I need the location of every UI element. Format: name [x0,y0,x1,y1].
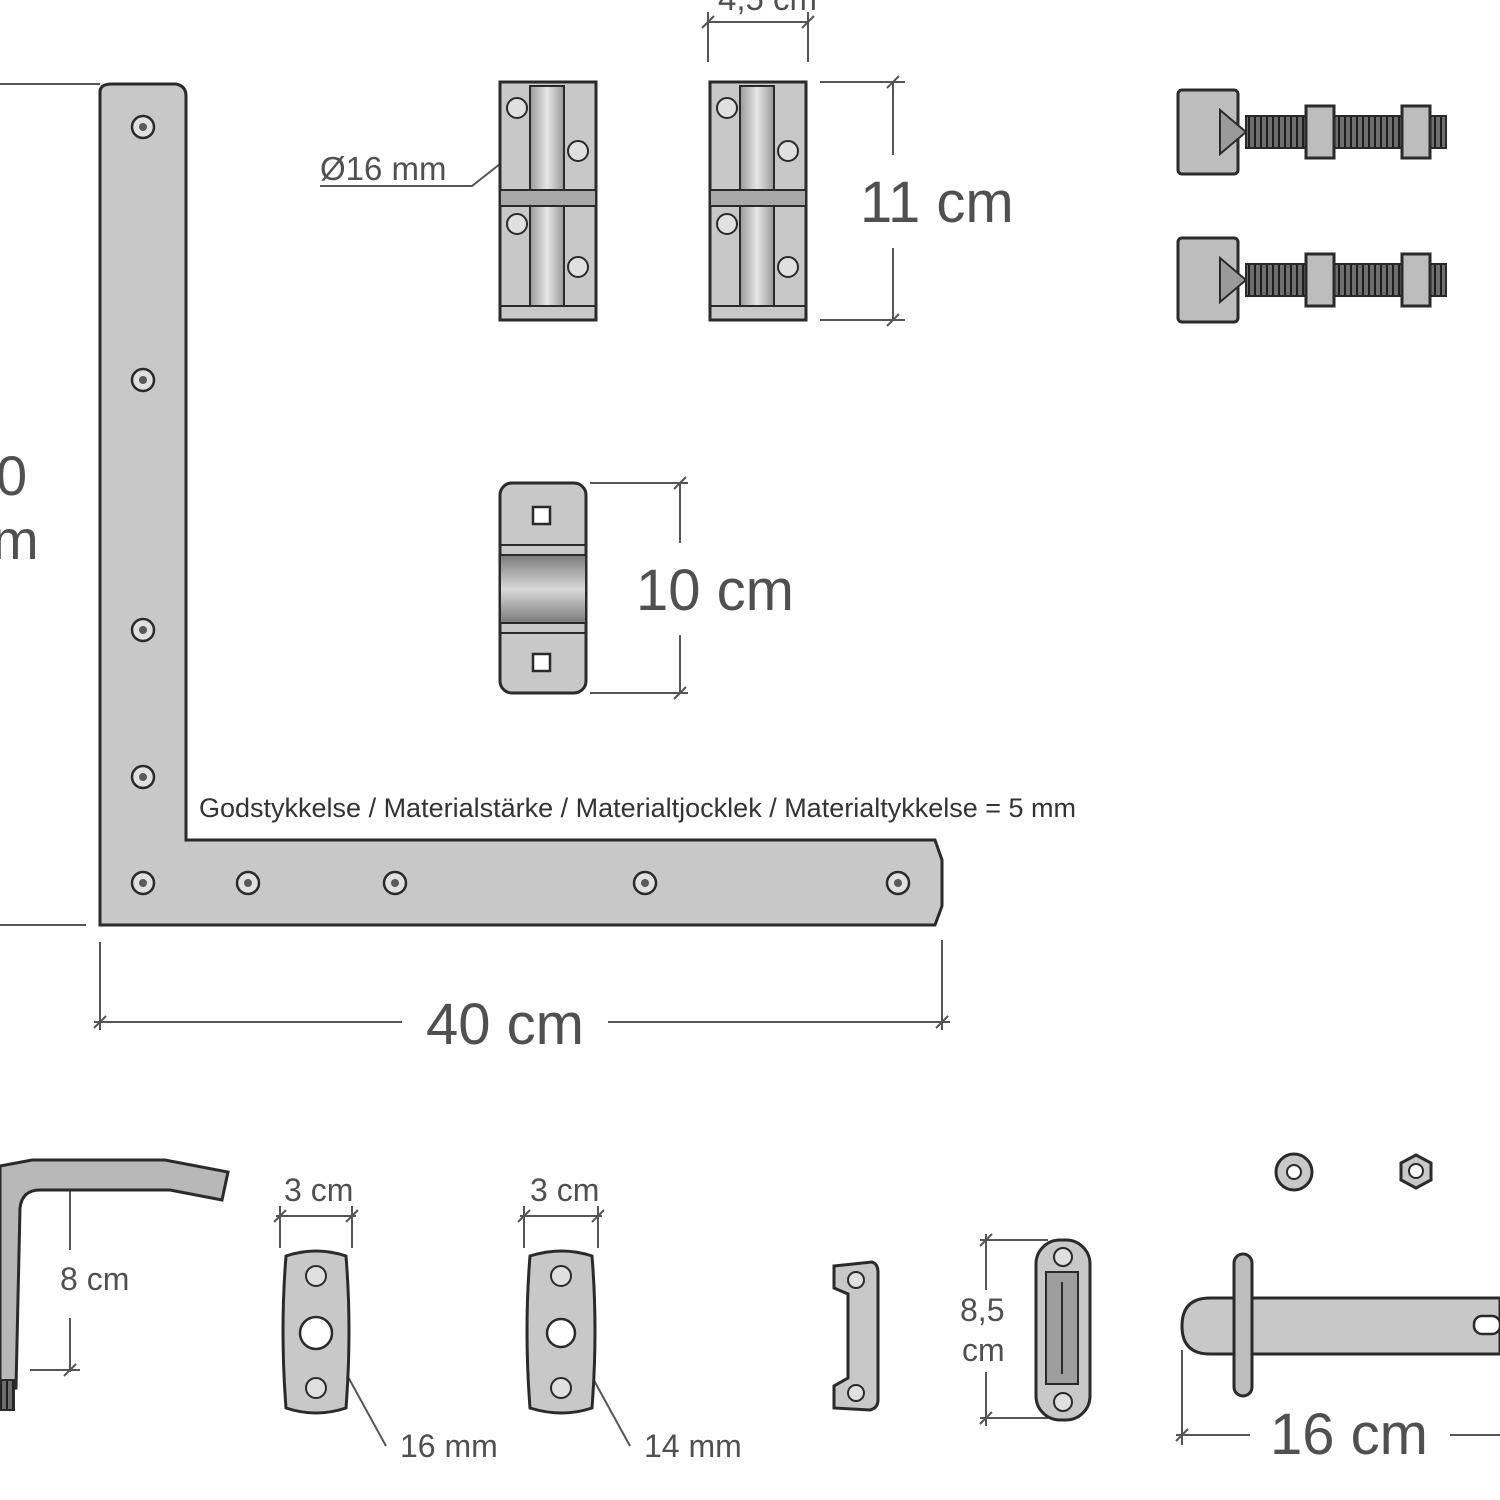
threaded-gate-pin-icon [1176,88,1447,176]
plate1-width-label: 3 cm [284,1172,354,1208]
pin-diameter-label: Ø16 mm [320,150,447,187]
weld-on-hinge-icon [498,80,598,322]
dimension-lines [0,12,1500,1447]
plate2-hole-label: 14 mm [644,1428,742,1464]
hinge-width-label: 40 cm [426,992,584,1057]
dimension-ticks [63,15,1189,1442]
strap-keeper-icon [498,481,588,695]
mount-plate-icon [281,1249,351,1415]
plate1-hole-label: 16 mm [400,1428,498,1464]
top-cut-dimension-label: 4,5 cm [718,0,817,15]
washer-icon [1274,1152,1314,1192]
bolt-length-label: 16 cm [1270,1402,1428,1467]
pin-length-label: 8 cm [60,1261,130,1297]
keeper-icon [1034,1238,1092,1422]
hex-nut-icon [1399,1153,1433,1190]
left-cut-dimension-label-line1: 0 [0,444,28,507]
angle-hinge-icon [98,82,944,927]
hinge-height-label: 11 cm [860,170,1014,235]
keeper-height-label-line1: 8,5 [960,1292,1005,1328]
mount-plate-icon [525,1249,597,1415]
clip-icon [832,1260,880,1412]
strap-height-label: 10 cm [636,558,794,623]
slide-bolt-icon [1180,1252,1500,1398]
keeper-height-label-line2: cm [962,1332,1005,1368]
l-pin-icon [0,1158,230,1411]
threaded-gate-pin-icon [1176,236,1447,324]
material-thickness-note: Godstykkelse / Materialstärke / Material… [199,793,1077,823]
left-cut-dimension-label-line2: m [0,508,39,571]
weld-on-hinge-icon [708,80,808,322]
plate2-width-label: 3 cm [530,1172,600,1208]
